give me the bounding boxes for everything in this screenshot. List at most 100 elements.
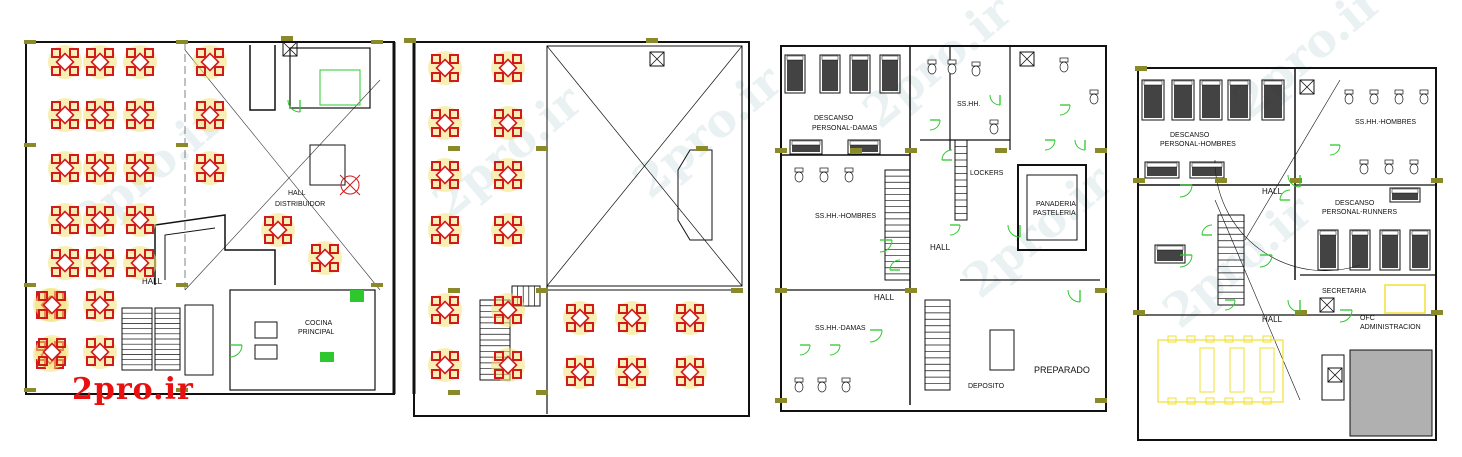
door-swing (879, 239, 893, 253)
room-label-cocina-1: COCINA (305, 320, 333, 327)
dining-table (48, 246, 82, 280)
room-label-descanso-runners-1: DESCANSO (1335, 200, 1375, 207)
door (1179, 254, 1193, 268)
toilet-bowl (1369, 93, 1379, 105)
reference-line (1244, 79, 1341, 241)
chair-group (1167, 335, 1275, 405)
chair (144, 154, 154, 164)
chair (494, 369, 504, 379)
room-label-hall-distribuidor-1: HALL (288, 190, 306, 197)
door-group (229, 94, 1353, 358)
column-cross (282, 41, 298, 57)
bed-pillow (1229, 80, 1249, 86)
bed-mattress (1157, 250, 1183, 261)
structural-column (448, 146, 460, 151)
room-label-preparado: PREPARADO (1034, 365, 1090, 375)
kitchen-room (229, 289, 376, 391)
column-cross (1299, 79, 1315, 95)
bed-pillow (881, 55, 899, 61)
toilet (1394, 89, 1404, 105)
table-top (130, 210, 150, 230)
dining-table (428, 106, 462, 140)
bed (1261, 79, 1285, 121)
void-diagonal (546, 45, 743, 287)
dining-table (491, 51, 525, 85)
table-top (55, 52, 75, 72)
chair (512, 161, 522, 171)
toilet (1359, 159, 1369, 175)
structural-column (1133, 310, 1145, 315)
toilet-bowl (844, 171, 854, 183)
column-box (1019, 51, 1035, 67)
kitchen-equipment (254, 321, 278, 339)
table-top (130, 52, 150, 72)
elevator-shaft (184, 304, 214, 376)
bakery-inner (1026, 174, 1078, 241)
dining-table (428, 158, 462, 192)
chair (1224, 335, 1234, 343)
structural-column (1431, 178, 1443, 183)
chair (51, 154, 61, 164)
structural-column (24, 388, 36, 392)
toilet-tank (1369, 89, 1379, 95)
dining-table (428, 51, 462, 85)
dining-table (48, 45, 82, 79)
structural-column (850, 148, 862, 153)
dining-table (193, 151, 227, 185)
chair (214, 101, 224, 111)
plan-4-outline (1137, 67, 1437, 441)
chair (86, 249, 96, 259)
toilet-tank (947, 59, 957, 65)
table-top (90, 52, 110, 72)
room-label-panaderia-1: PANADERIA (1036, 201, 1076, 208)
chair (38, 356, 48, 366)
door (1201, 224, 1213, 236)
dining-table (83, 151, 117, 185)
bed (784, 54, 806, 94)
toilet-bowl (1089, 93, 1099, 105)
dining-table (428, 348, 462, 382)
dining-table (491, 213, 525, 247)
toilet-bowl (1059, 61, 1069, 73)
bed (1317, 229, 1339, 271)
bed-pillow (1411, 230, 1429, 236)
structural-column (1295, 310, 1307, 315)
chair (494, 314, 504, 324)
dining-table (123, 98, 157, 132)
chair (144, 206, 154, 216)
bed-frame (1144, 161, 1180, 179)
bed (1141, 79, 1165, 121)
door-swing (1279, 189, 1291, 201)
bed-pillow (1143, 80, 1163, 86)
door (1074, 139, 1086, 151)
bed-mattress (882, 60, 898, 91)
chair (676, 358, 686, 368)
chair (196, 66, 206, 76)
chair (449, 179, 459, 189)
table-top (90, 253, 110, 273)
chair (264, 216, 274, 226)
bed-frame (1317, 229, 1339, 271)
chair (618, 358, 628, 368)
chair (126, 101, 136, 111)
door-swing (949, 224, 961, 236)
toilet (1089, 89, 1099, 105)
chair (512, 296, 522, 306)
table-top (200, 105, 220, 125)
chair (104, 291, 114, 301)
toilet-tank (1409, 159, 1419, 165)
chair (512, 179, 522, 189)
column-x-box (1019, 51, 1035, 67)
bed-frame (1141, 79, 1165, 121)
chair (431, 179, 441, 189)
chair (512, 54, 522, 64)
chair (214, 154, 224, 164)
chair (449, 351, 459, 361)
bed-pillow (1381, 230, 1399, 236)
bed (1349, 229, 1371, 271)
door-swing (941, 149, 953, 161)
floor-plan-4: DESCANSO PERSONAL-HOMBRES SS.HH.-HOMBRES… (1137, 67, 1437, 441)
chair (494, 179, 504, 189)
table-segment (1259, 347, 1275, 393)
